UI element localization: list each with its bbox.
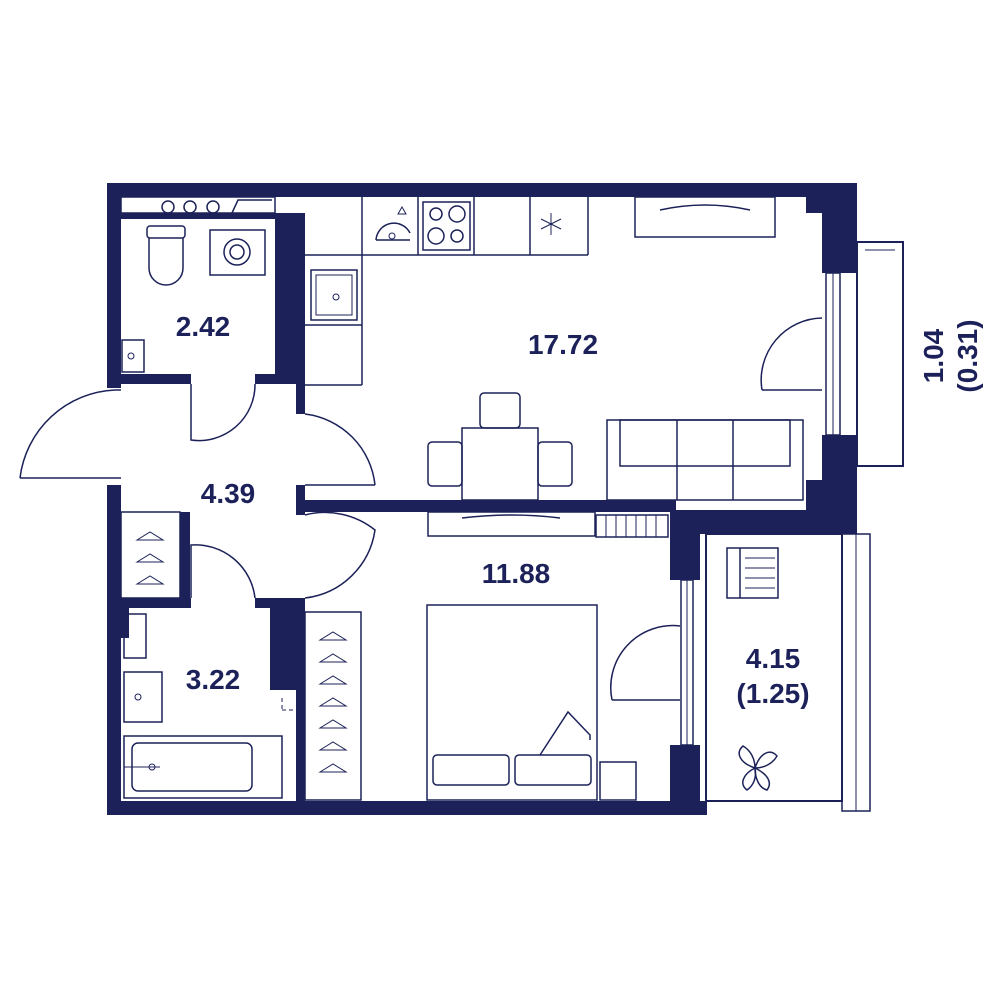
interior-doors [190,317,823,701]
balcony-area: 1.04 [918,328,949,383]
sink-icon [121,339,145,373]
bedroom-fixtures [304,511,669,801]
bathroom-fixtures [120,196,300,373]
snowflake-icon [540,213,562,235]
toilet-icon [146,225,186,286]
toilet-area: 3.22 [186,664,241,695]
washing-machine-icon [209,229,266,276]
exterior-walls [107,183,857,815]
sofa-icon [606,419,804,501]
loggia [705,533,843,802]
loggia-area-net: (1.25) [736,678,809,709]
tv-stand-icon [427,511,596,537]
radiator-icon [284,227,296,329]
entrance-door [19,389,121,479]
sink-icon [123,671,163,723]
radiator-icon [595,514,669,538]
interior-walls [121,213,676,815]
hanger-icon [318,631,348,773]
hall-area: 4.39 [201,478,256,509]
washing-machine-icon [161,200,220,214]
plant-icon [738,745,778,791]
kitchen-living-area: 17.72 [528,329,598,360]
tv-stand-icon [634,196,776,238]
radiator-icon [284,617,296,675]
balcony [856,241,904,467]
faucet-icon [375,205,411,241]
dining-table-icon [427,392,573,501]
living-fixtures [427,196,804,501]
sink-icon [310,269,358,321]
bedroom-area: 11.88 [482,558,551,589]
wardrobe [304,611,362,801]
bathtub-icon [123,735,283,799]
loggia-area: 4.15 [746,643,801,674]
balcony-area-net: (0.31) [952,319,983,392]
stove-icon [422,201,471,251]
bed-icon [426,604,598,801]
hanger-icon [135,531,165,585]
bathroom-area: 2.42 [176,311,231,342]
toilet-room-fixtures [123,613,300,799]
hall-wardrobe [120,511,181,599]
kitchen-fixtures [305,197,589,386]
drying-rack-icon [726,547,779,599]
